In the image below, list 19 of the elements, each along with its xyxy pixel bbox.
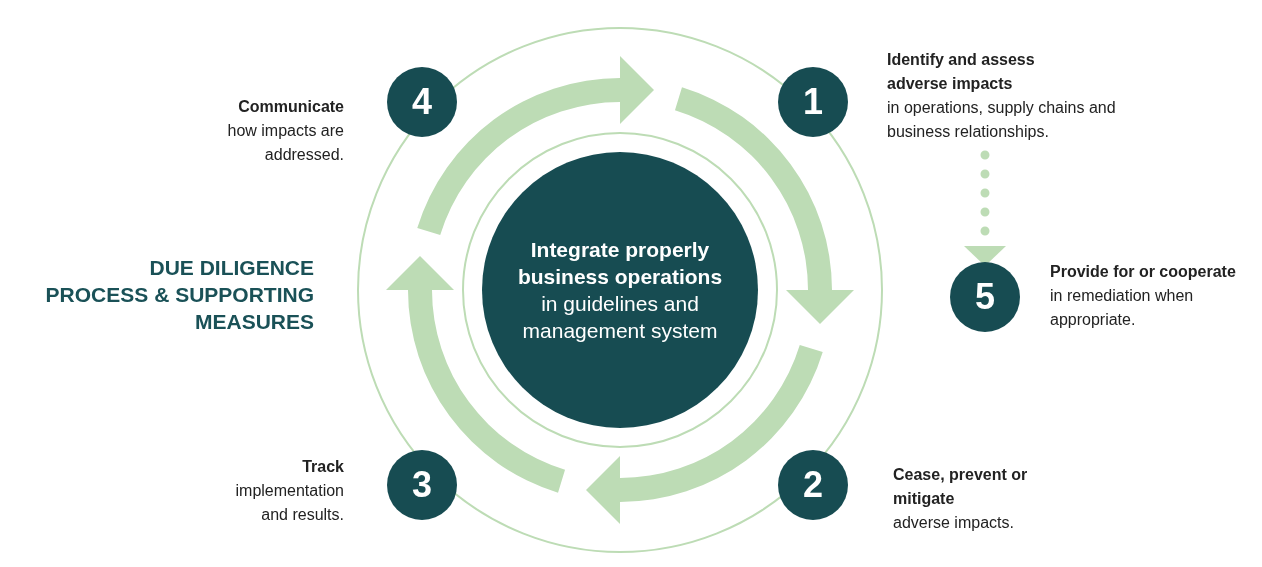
cycle-arrow [417,56,654,236]
step-description: adverse impacts. [893,513,1015,533]
step-heading: Provide for or cooperate [1050,262,1237,282]
diagram-title: DUE DILIGENCE PROCESS & SUPPORTING MEASURES [44,255,314,335]
step-description: in remediation when appropriate. [1050,286,1195,330]
cycle-arrow [386,256,566,493]
step-number-badge: 3 [387,450,457,520]
step-description: implementation and results. [234,481,344,525]
step-heading: Communicate [237,97,344,117]
step-number-badge: 5 [950,262,1020,332]
step-description: in operations, supply chains and business relationships. [887,98,1117,142]
step-heading: Track [301,457,344,477]
step-number-badge: 4 [387,67,457,137]
step-number-badge: 1 [778,67,848,137]
cycle-arrow [674,87,854,324]
step-description: how impacts are addressed. [226,121,344,165]
center-text: in guidelines and management system [521,291,719,344]
cycle-arrow [586,344,823,524]
step-number-badge: 2 [778,450,848,520]
